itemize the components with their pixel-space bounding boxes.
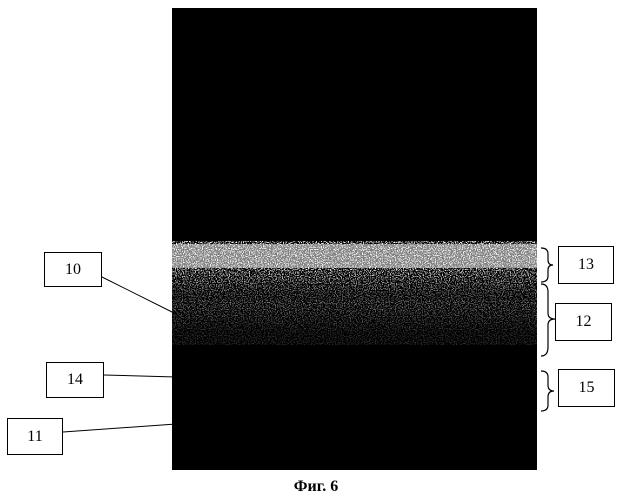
leader-line-14 [104, 375, 176, 377]
tomogram-panel [172, 8, 537, 470]
figure-caption: Фиг. 6 [0, 478, 632, 496]
leader-line-11 [63, 424, 176, 432]
brace-15 [541, 371, 554, 411]
brace-13 [541, 248, 553, 282]
callout-11: 11 [7, 418, 63, 455]
leader-line-10 [100, 276, 176, 314]
callout-12: 12 [555, 303, 612, 341]
brace-12 [541, 284, 555, 356]
faint-deep-speckle [172, 300, 537, 345]
callout-10: 10 [44, 252, 102, 287]
callout-14: 14 [46, 362, 104, 398]
callout-13: 13 [558, 246, 614, 284]
callout-15: 15 [558, 369, 615, 407]
